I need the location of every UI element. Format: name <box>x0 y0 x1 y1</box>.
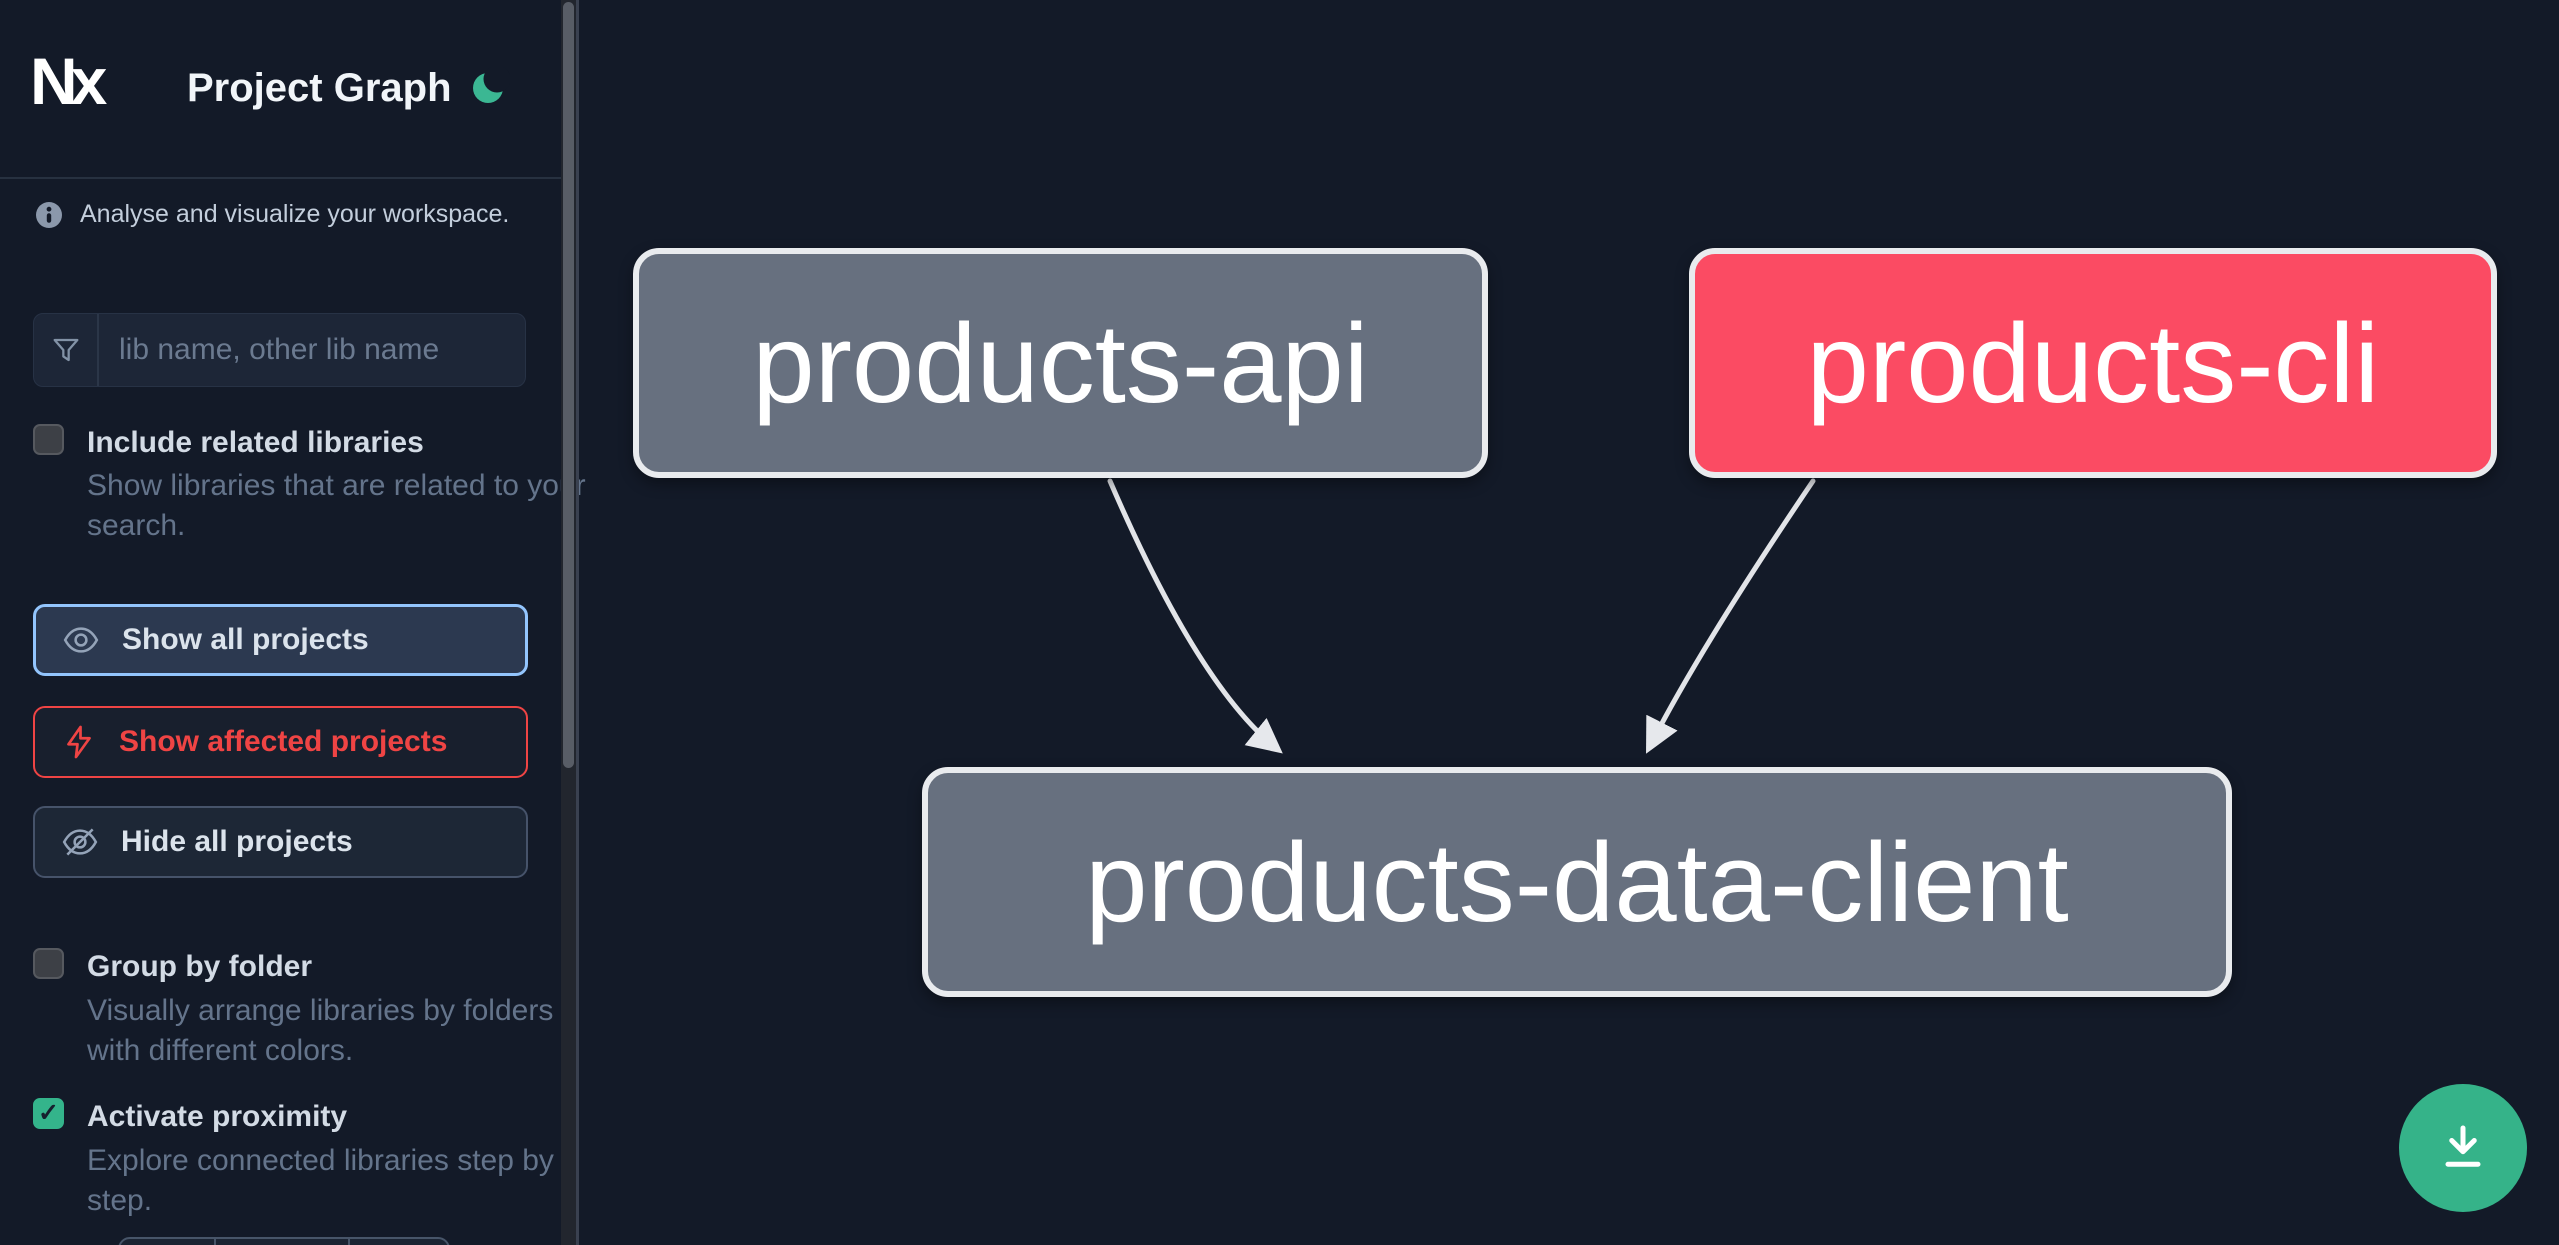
moon-icon <box>473 65 511 103</box>
hide-all-projects-label: Hide all projects <box>121 825 353 858</box>
header-divider <box>0 177 561 179</box>
tagline-text: Analyse and visualize your workspace. <box>80 200 510 228</box>
group-by-folder-description: Visually arrange libraries by folders wi… <box>87 994 554 1067</box>
search-box <box>33 313 526 387</box>
group-by-folder-label[interactable]: Group by folder <box>87 950 312 983</box>
graph-node-products-cli[interactable]: products-cli <box>1689 248 2497 478</box>
sidebar-scrollbar-track <box>561 0 576 1245</box>
bolt-icon <box>67 725 91 759</box>
search-input[interactable] <box>99 314 525 386</box>
group-by-folder-checkbox[interactable] <box>33 948 64 979</box>
show-all-projects-label: Show all projects <box>122 623 369 656</box>
activate-proximity-label[interactable]: Activate proximity <box>87 1100 348 1133</box>
edge-products-cli-to-products-data-client <box>1646 478 1816 754</box>
include-related-description: Show libraries that are related to your … <box>87 469 586 542</box>
include-related-label[interactable]: Include related libraries <box>87 426 424 459</box>
activate-proximity-description: Explore connected libraries step by step… <box>87 1144 554 1217</box>
download-icon <box>2445 1125 2481 1167</box>
proximity-depth-value <box>214 1239 348 1245</box>
theme-toggle-button[interactable] <box>468 65 512 110</box>
sidebar-canvas-divider <box>576 0 579 1245</box>
tagline-row: Analyse and visualize your workspace. <box>35 200 509 229</box>
sidebar-scrollbar-thumb[interactable] <box>563 2 574 768</box>
download-image-button[interactable] <box>2399 1084 2527 1212</box>
graph-node-products-api[interactable]: products-api <box>633 248 1488 478</box>
eye-icon <box>63 627 99 653</box>
hide-all-projects-button[interactable]: Hide all projects <box>33 806 528 878</box>
graph-node-products-data-client[interactable]: products-data-client <box>922 767 2232 997</box>
proximity-depth-control <box>118 1237 450 1245</box>
show-all-projects-button[interactable]: Show all projects <box>33 604 528 676</box>
filter-funnel-icon <box>34 314 99 386</box>
proximity-increment-button[interactable] <box>348 1239 448 1245</box>
proximity-decrement-button[interactable] <box>120 1239 214 1245</box>
include-related-checkbox[interactable] <box>33 424 64 455</box>
sidebar: Nx Project Graph Analyse and visualize y… <box>0 0 586 1245</box>
show-affected-projects-label: Show affected projects <box>119 725 448 758</box>
nx-logo: Nx <box>30 44 107 118</box>
eye-slash-icon <box>62 828 98 856</box>
show-affected-projects-button[interactable]: Show affected projects <box>33 706 528 778</box>
page-title: Project Graph <box>187 66 452 110</box>
activate-proximity-checkbox[interactable]: ✓ <box>33 1098 64 1129</box>
info-icon <box>36 201 62 228</box>
edge-products-api-to-products-data-client <box>1107 478 1283 754</box>
